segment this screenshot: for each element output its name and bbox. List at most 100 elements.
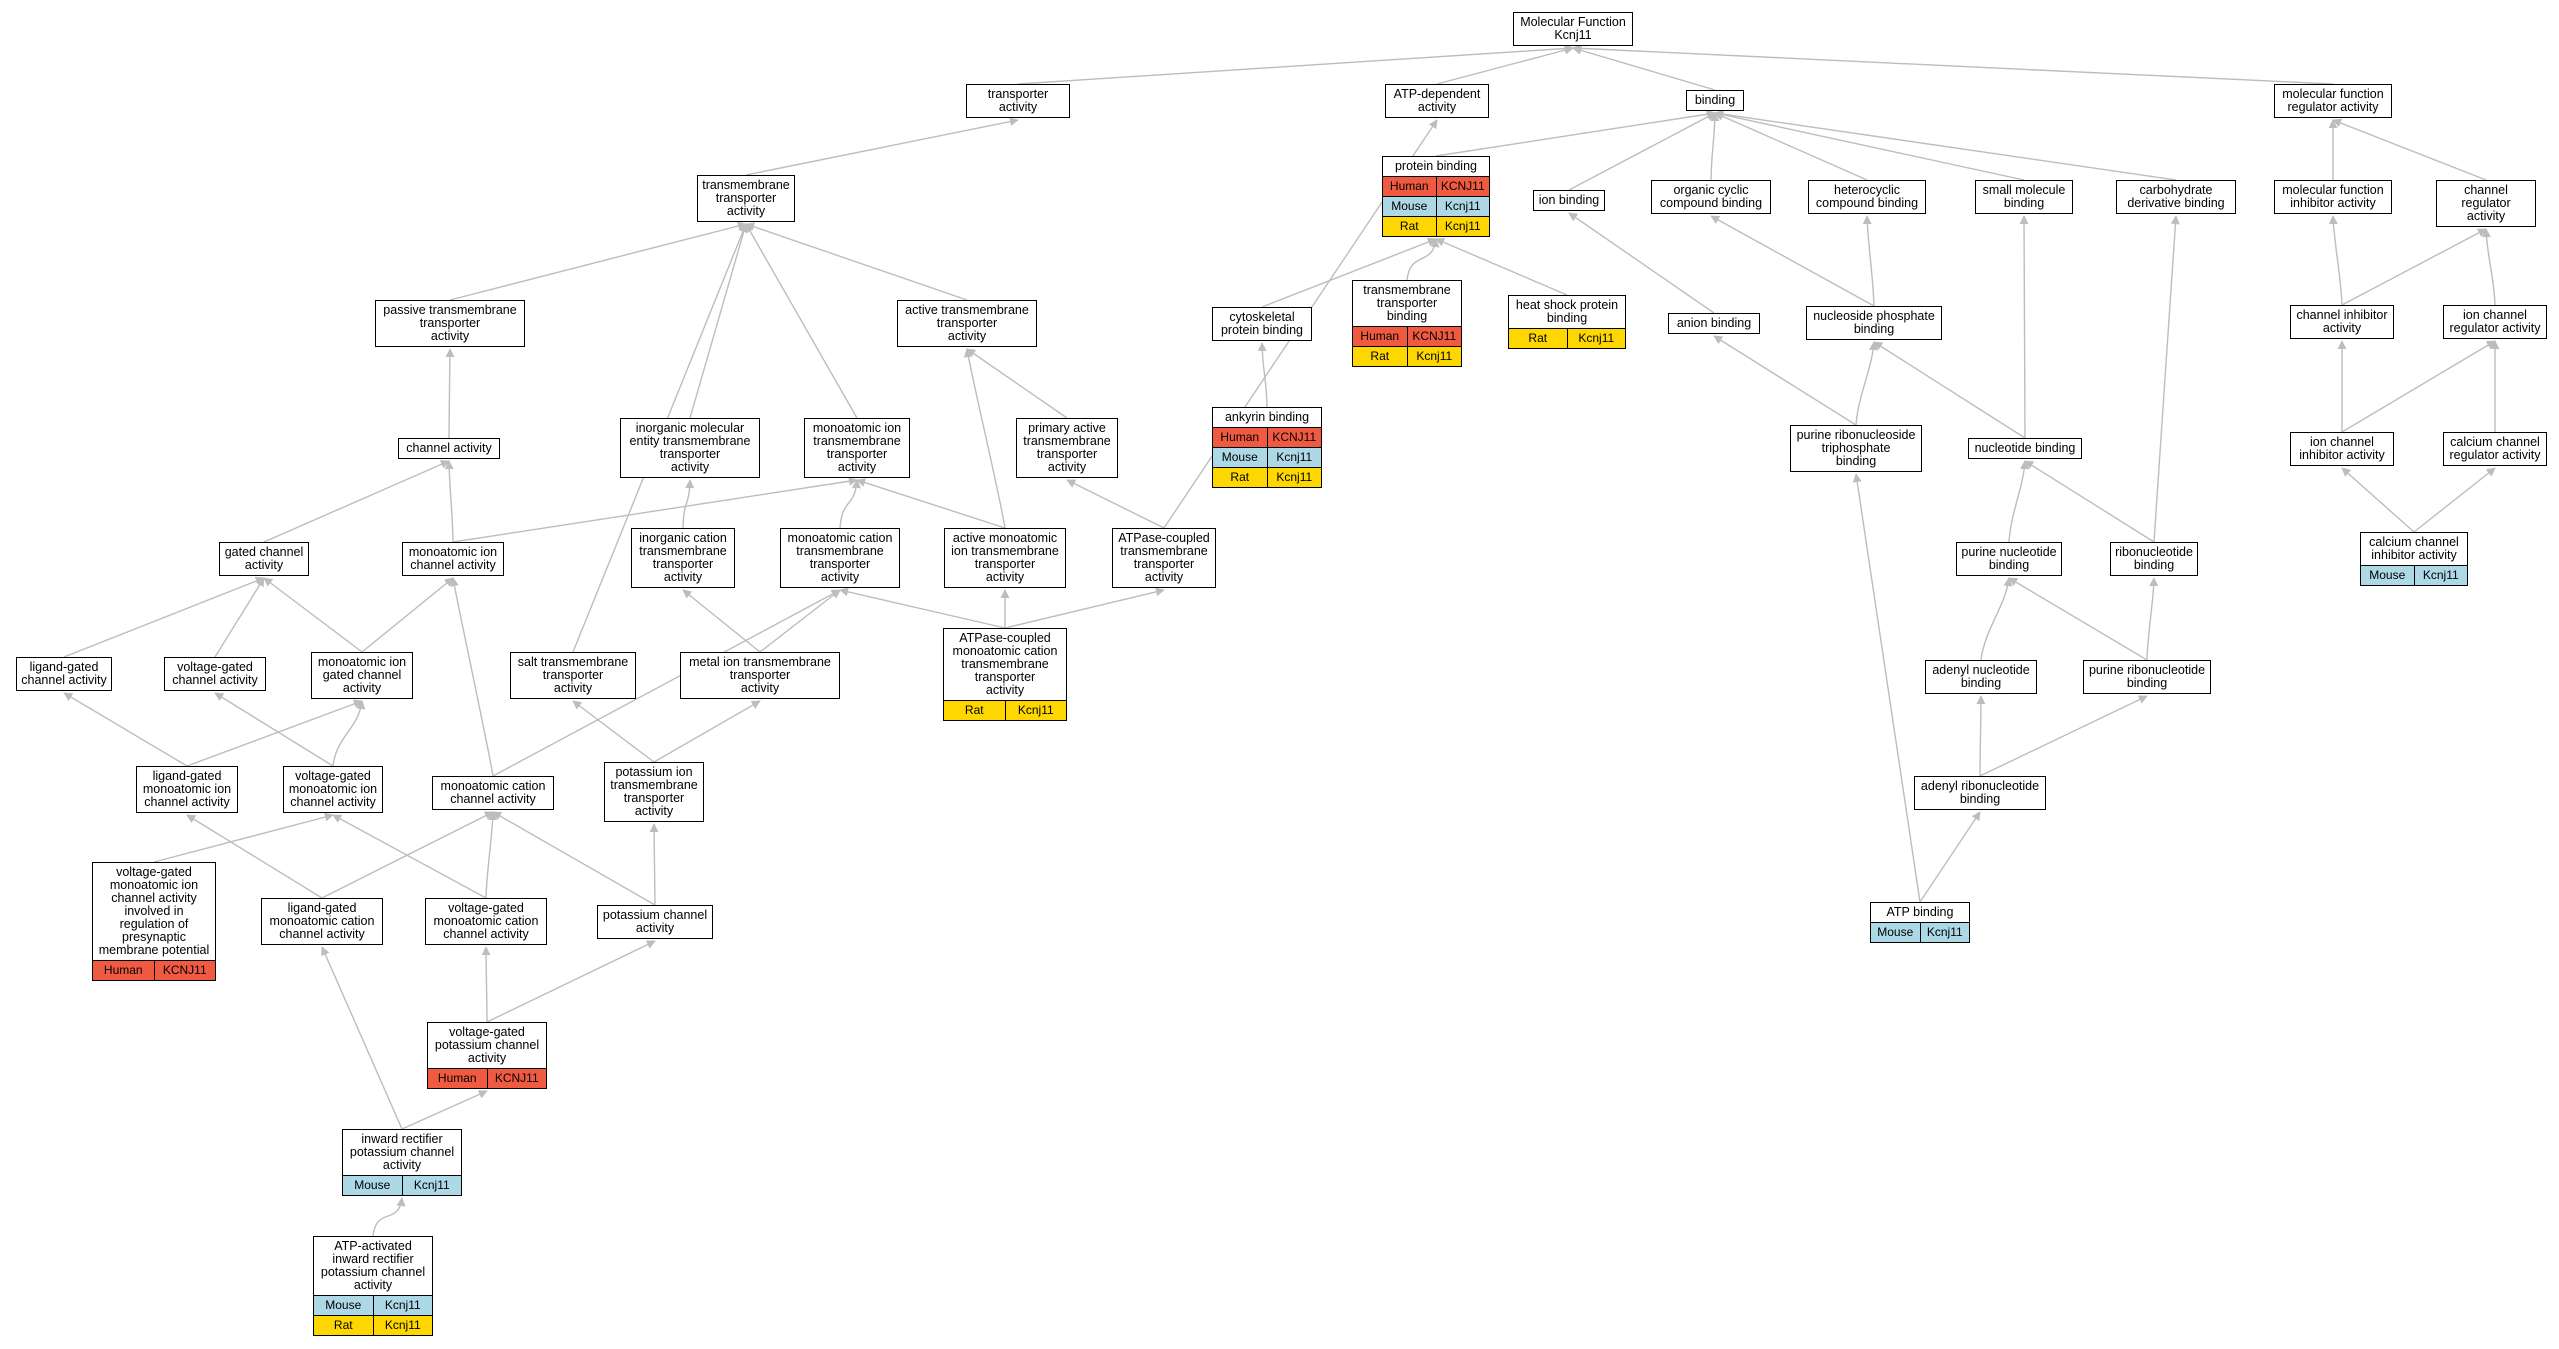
edge-protein-binding-to-binding [1435, 109, 1716, 157]
go-term-label: metal ion transmembrane transporter acti… [689, 655, 831, 695]
go-term-mono-ion-tmt[interactable]: monoatomic ion transmembrane transporter… [804, 418, 910, 478]
go-term-small-molecule[interactable]: small molecule binding [1975, 180, 2073, 214]
go-term-passive-tmt[interactable]: passive transmembrane transporter activi… [375, 300, 525, 347]
go-term-atp-dep[interactable]: ATP-dependent activity [1385, 84, 1489, 118]
go-term-nuc-phosphate[interactable]: nucleoside phosphate binding [1806, 306, 1942, 340]
go-term-label: ligand-gated monoatomic ion channel acti… [142, 769, 232, 809]
go-term-root[interactable]: Molecular Function Kcnj11 [1513, 12, 1633, 46]
go-term-adenyl-nucleotide[interactable]: adenyl nucleotide binding [1925, 660, 2037, 694]
gene-symbol: Kcnj11 [2413, 566, 2468, 585]
go-term-label: inorganic molecular entity transmembrane… [629, 421, 751, 474]
go-term-voltage-gated-cation[interactable]: voltage-gated monoatomic cation channel … [425, 898, 547, 945]
go-term-purine-rnt-tp[interactable]: purine ribonucleoside triphosphate bindi… [1790, 425, 1922, 472]
go-term-channel-reg[interactable]: channel regulator activity [2436, 180, 2536, 227]
edge-transporter-to-root [1017, 44, 1574, 85]
go-term-ligand-gated-mono-ion[interactable]: ligand-gated monoatomic ion channel acti… [136, 766, 238, 813]
go-term-anion-binding[interactable]: anion binding [1668, 313, 1760, 334]
go-term-organic-cyclic[interactable]: organic cyclic compound binding [1651, 180, 1771, 214]
edge-ligand-gated-mono-ion-to-ligand-gated [63, 692, 188, 767]
go-term-label: inorganic cation transmembrane transport… [639, 531, 727, 584]
go-term-voltage-gated[interactable]: voltage-gated channel activity [164, 657, 266, 691]
go-term-purine-nucleotide[interactable]: purine nucleotide binding [1956, 542, 2062, 576]
go-term-ligand-gated-cation[interactable]: ligand-gated monoatomic cation channel a… [261, 898, 383, 945]
edge-vg-potassium-to-voltage-gated-cation [481, 946, 491, 1023]
go-term-atpase-mono-cation[interactable]: ATPase-coupled monoatomic cation transme… [943, 628, 1067, 721]
edge-atp-binding-to-purine-rnt-tp [1852, 473, 1921, 903]
gene-symbol: KCNJ11 [153, 961, 216, 980]
go-term-potassium-channel[interactable]: potassium channel activity [597, 905, 713, 939]
go-term-calcium-channel-reg[interactable]: calcium channel regulator activity [2443, 432, 2547, 466]
go-term-label: molecular function inhibitor activity [2282, 183, 2384, 210]
go-term-mf-inhibitor[interactable]: molecular function inhibitor activity [2274, 180, 2392, 214]
go-term-mono-ion-gated[interactable]: monoatomic ion gated channel activity [311, 652, 413, 699]
go-term-ligand-gated[interactable]: ligand-gated channel activity [16, 657, 112, 691]
go-term-tmt[interactable]: transmembrane transporter activity [697, 175, 795, 222]
go-term-label: passive transmembrane transporter activi… [383, 303, 517, 343]
edge-ion-binding-to-binding [1568, 112, 1716, 191]
go-term-adenyl-ribonucleotide[interactable]: adenyl ribonucleotide binding [1914, 776, 2046, 810]
edge-hsp-binding-to-protein-binding [1435, 238, 1568, 296]
go-term-label: primary active transmembrane transporter… [1023, 421, 1111, 474]
go-term-atpase-tmt[interactable]: ATPase-coupled transmembrane transporter… [1112, 528, 1216, 588]
go-term-purine-ribonucleotide[interactable]: purine ribonucleotide binding [2083, 660, 2211, 694]
go-term-ribonucleotide[interactable]: ribonucleotide binding [2110, 542, 2198, 576]
go-term-channel-inhibitor[interactable]: channel inhibitor activity [2290, 305, 2394, 339]
go-term-mfreg[interactable]: molecular function regulator activity [2274, 84, 2392, 118]
species-name: Rat [1370, 349, 1390, 363]
go-term-ion-binding[interactable]: ion binding [1533, 190, 1605, 211]
go-term-mono-cation-channel[interactable]: monoatomic cation channel activity [432, 776, 554, 810]
species-name: Rat [1528, 331, 1548, 345]
go-term-channel-activity[interactable]: channel activity [398, 438, 500, 459]
go-term-active-tmt[interactable]: active transmembrane transporter activit… [897, 300, 1037, 347]
go-term-salt-tmt[interactable]: salt transmembrane transporter activity [510, 652, 636, 699]
go-term-ion-channel-inhib[interactable]: ion channel inhibitor activity [2290, 432, 2394, 466]
go-term-binding[interactable]: binding [1686, 90, 1744, 111]
edge-active-mono-ion-to-mono-ion-tmt [856, 478, 1006, 529]
edge-metal-ion-tmt-to-mono-cation-tmt [759, 589, 841, 653]
go-term-mono-ion-channel[interactable]: monoatomic ion channel activity [402, 542, 504, 576]
edge-atpase-mono-cation-to-mono-cation-tmt [839, 587, 1006, 629]
go-term-gated-channel[interactable]: gated channel activity [219, 542, 309, 576]
go-term-transporter[interactable]: transporter activity [966, 84, 1070, 118]
edge-purine-ribonucleotide-to-purine-nucleotide [2008, 577, 2148, 661]
go-term-active-mono-ion[interactable]: active monoatomic ion transmembrane tran… [944, 528, 1066, 588]
go-term-label: cytoskeletal protein binding [1220, 310, 1303, 337]
go-term-carbohydrate[interactable]: carbohydrate derivative binding [2116, 180, 2236, 214]
go-term-label: purine nucleotide binding [1961, 545, 2057, 572]
go-term-primary-active[interactable]: primary active transmembrane transporter… [1016, 418, 1118, 478]
go-term-voltage-gated-mono-ion[interactable]: voltage-gated monoatomic ion channel act… [283, 766, 383, 813]
go-term-ion-channel-reg[interactable]: ion channel regulator activity [2443, 305, 2547, 339]
go-term-potassium-ion-tmt[interactable]: potassium ion transmembrane transporter … [604, 762, 704, 822]
go-term-label: calcium channel inhibitor activity [2369, 535, 2459, 562]
go-term-inorg-mol[interactable]: inorganic molecular entity transmembrane… [620, 418, 760, 478]
edge-voltage-gated-cation-to-mono-cation-channel [485, 811, 498, 899]
go-term-mono-cation-tmt[interactable]: monoatomic cation transmembrane transpor… [780, 528, 900, 588]
edge-nucleotide-binding-to-small-molecule [2019, 215, 2029, 439]
gene-symbol: Kcnj11 [1266, 448, 1322, 467]
go-term-heterocyclic[interactable]: heterocyclic compound binding [1808, 180, 1926, 214]
go-term-metal-ion-tmt[interactable]: metal ion transmembrane transporter acti… [680, 652, 840, 699]
go-term-inorg-cation[interactable]: inorganic cation transmembrane transport… [631, 528, 735, 588]
go-term-cytoskeletal[interactable]: cytoskeletal protein binding [1212, 307, 1312, 341]
go-term-nucleotide-binding[interactable]: nucleotide binding [1968, 438, 2082, 459]
go-term-vg-potassium[interactable]: voltage-gated potassium channel activity… [427, 1022, 547, 1089]
edge-gated-channel-to-channel-activity [263, 460, 450, 543]
go-term-atp-activated[interactable]: ATP-activated inward rectifier potassium… [313, 1236, 433, 1336]
go-term-inward-rectifier[interactable]: inward rectifier potassium channel activ… [342, 1129, 462, 1196]
edge-ligand-gated-cation-to-ligand-gated-mono-ion [186, 814, 323, 899]
go-term-label: ion channel inhibitor activity [2299, 435, 2385, 462]
edge-nuc-phosphate-to-heterocyclic [1862, 215, 1875, 307]
edge-channel-reg-to-mfreg [2332, 118, 2487, 181]
go-term-vg-presynaptic[interactable]: voltage-gated monoatomic ion channel act… [92, 862, 216, 981]
